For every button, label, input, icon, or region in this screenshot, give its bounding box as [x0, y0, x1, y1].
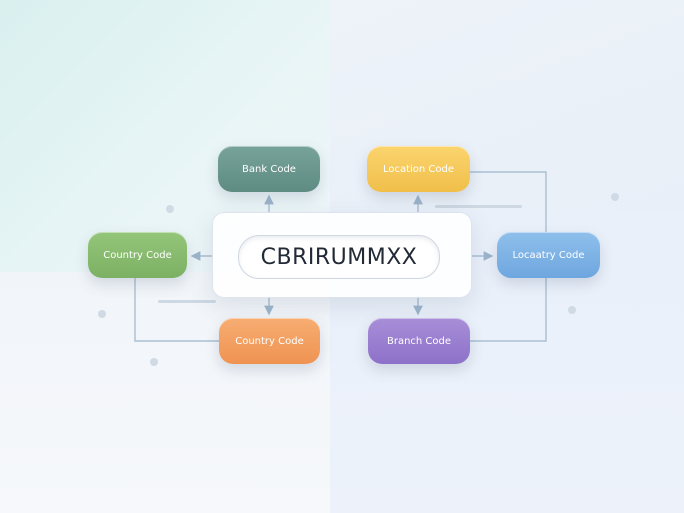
node-label: Bank Code [242, 163, 296, 175]
decor-dot [568, 306, 576, 314]
connector-loop-top-right [470, 171, 547, 232]
decor-dot [98, 310, 106, 318]
connector-loop-left [134, 278, 219, 342]
node-location-code-right: Locaatry Code [497, 232, 600, 278]
node-country-code-left: Country Code [88, 232, 187, 278]
decor-strip-top [435, 205, 522, 208]
bic-code-display: CBRIRUMMXX [238, 235, 440, 279]
node-label: Location Code [382, 163, 455, 175]
node-label: Branch Code [386, 335, 452, 347]
node-country-code-bottom: Country Code [219, 318, 320, 364]
decor-dot [150, 358, 158, 366]
background-panel-bottom-left [0, 272, 330, 513]
node-label: Country Code [103, 249, 172, 261]
decor-dot [611, 193, 619, 201]
node-location-code-top: Location Code [367, 146, 470, 192]
decor-strip-bottom [158, 300, 216, 303]
node-bank-code: Bank Code [218, 146, 320, 192]
decor-dot [166, 205, 174, 213]
node-branch-code: Branch Code [368, 318, 470, 364]
node-label: Country Code [235, 335, 304, 347]
node-label: Locaatry Code [512, 249, 585, 261]
connector-loop-bottom-right [470, 278, 547, 342]
